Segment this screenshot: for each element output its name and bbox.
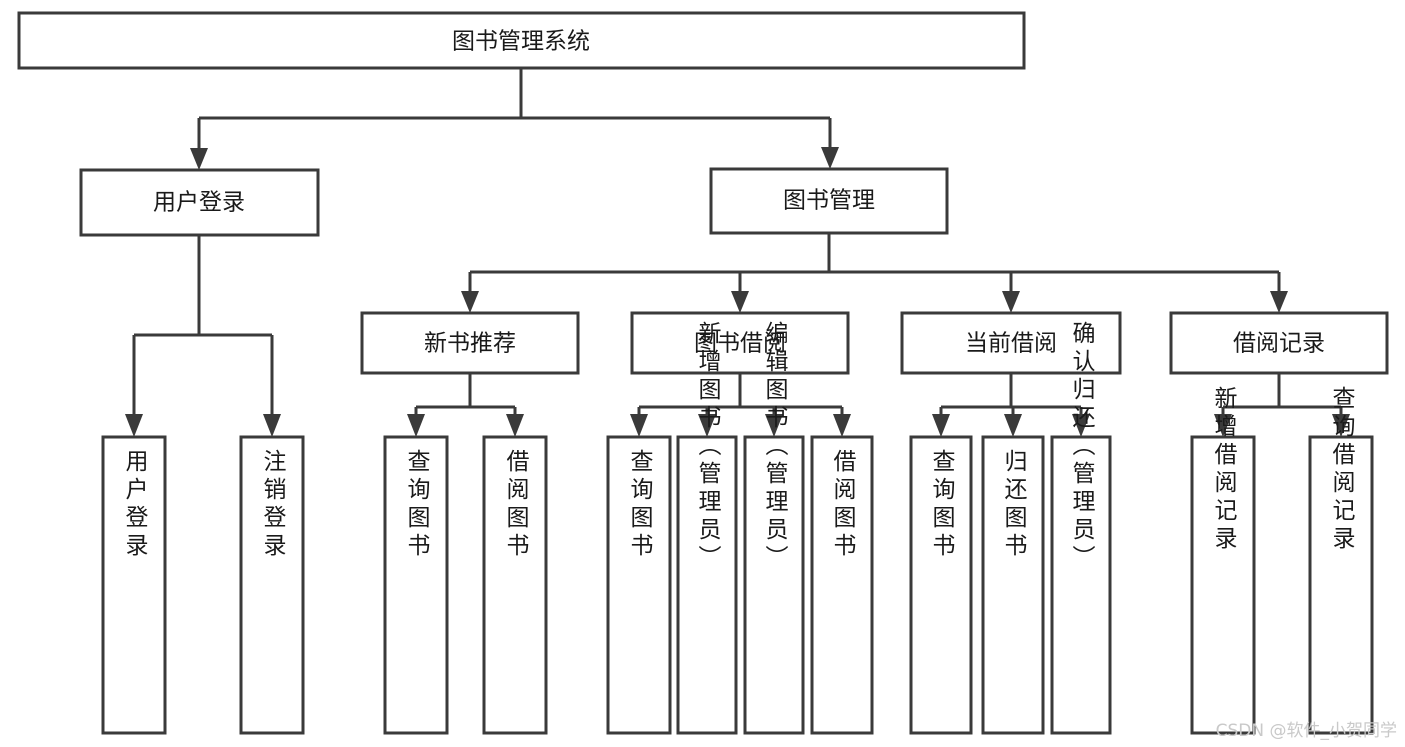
node-borrow-record-label: 借阅记录 <box>1233 331 1325 357</box>
node-user-login[interactable]: 用户登录 <box>79 168 320 237</box>
node-leaf-borrow-book-1-label: 借阅图书 <box>502 449 530 561</box>
node-leaf-borrow-book-1-box[interactable] <box>482 435 548 735</box>
node-book-borrow-box[interactable] <box>630 311 850 375</box>
node-leaf-add-book-box[interactable] <box>676 435 738 735</box>
arrowhead-leaf-add-book <box>698 414 716 437</box>
node-leaf-query-book-3-box[interactable] <box>909 435 973 735</box>
node-leaf-borrow-book-2-box[interactable] <box>810 435 874 735</box>
arrowhead-book-management <box>821 147 839 169</box>
node-book-borrow-label: 图书借阅 <box>694 331 786 357</box>
node-leaf-query-book-2[interactable]: 查询图书 <box>606 435 672 735</box>
node-leaf-return-book-box[interactable] <box>981 435 1045 735</box>
arrowhead-leaf-query-book-2 <box>630 414 648 437</box>
node-book-management[interactable]: 图书管理 <box>709 167 949 235</box>
arrowhead-leaf-borrow-book-1 <box>506 414 524 437</box>
arrowhead-current-borrow <box>1002 291 1020 313</box>
node-current-borrow-label: 当前借阅 <box>965 331 1057 357</box>
arrowhead-leaf-confirm-return <box>1072 414 1090 437</box>
node-leaf-add-record-box[interactable] <box>1190 435 1256 735</box>
node-new-book-recommend-label: 新书推荐 <box>424 331 516 357</box>
node-leaf-return-book-label: 归还图书 <box>1000 449 1028 561</box>
node-leaf-borrow-book-2[interactable]: 借阅图书 <box>810 435 874 735</box>
node-leaf-user-login-label: 用户登录 <box>121 449 149 561</box>
node-leaf-confirm-return-box[interactable] <box>1050 435 1112 735</box>
arrowhead-leaf-user-logout <box>263 414 281 437</box>
arrowhead-borrow-record <box>1270 291 1288 313</box>
node-leaf-borrow-book-1[interactable]: 借阅图书 <box>482 435 548 735</box>
node-book-borrow[interactable]: 图书借阅 <box>630 311 850 375</box>
node-current-borrow[interactable]: 当前借阅 <box>900 311 1122 375</box>
arrowhead-new-book-recommend <box>461 291 479 313</box>
node-leaf-user-login-box[interactable] <box>101 435 167 735</box>
node-new-book-recommend[interactable]: 新书推荐 <box>360 311 580 375</box>
node-book-management-box[interactable] <box>709 167 949 235</box>
node-borrow-record-box[interactable] <box>1169 311 1389 375</box>
node-leaf-query-record-box[interactable] <box>1308 435 1374 735</box>
node-leaf-query-book-3[interactable]: 查询图书 <box>909 435 973 735</box>
node-leaf-query-book-1-box[interactable] <box>383 435 449 735</box>
node-leaf-confirm-return[interactable]: 确认归还（管理员） <box>1050 321 1112 735</box>
node-leaf-query-record-label: 查询借阅记录 <box>1328 386 1356 554</box>
arrowhead-leaf-query-book-3 <box>932 414 950 437</box>
node-leaf-query-book-3-label: 查询图书 <box>928 449 956 561</box>
arrowhead-leaf-query-book-1 <box>407 414 425 437</box>
arrowhead-leaf-query-record <box>1332 414 1350 437</box>
node-leaf-edit-book-box[interactable] <box>743 435 805 735</box>
arrowhead-book-borrow <box>731 291 749 313</box>
node-leaf-user-logout[interactable]: 注销登录 <box>239 435 305 735</box>
node-leaf-add-book[interactable]: 新增图书（管理员） <box>676 321 738 735</box>
node-leaf-add-record[interactable]: 新增借阅记录 <box>1190 386 1256 735</box>
arrowhead-leaf-return-book <box>1004 414 1022 437</box>
node-current-borrow-box[interactable] <box>900 311 1122 375</box>
node-leaf-query-record[interactable]: 查询借阅记录 <box>1308 386 1374 735</box>
arrowhead-user-login <box>190 148 208 170</box>
arrowhead-leaf-add-record <box>1214 414 1232 437</box>
node-book-management-label: 图书管理 <box>783 188 875 214</box>
node-leaf-query-book-2-label: 查询图书 <box>626 449 654 561</box>
node-borrow-record[interactable]: 借阅记录 <box>1169 311 1389 375</box>
node-leaf-query-book-1[interactable]: 查询图书 <box>383 435 449 735</box>
node-leaf-borrow-book-2-label: 借阅图书 <box>829 449 857 561</box>
node-user-login-label: 用户登录 <box>153 190 245 216</box>
node-root[interactable]: 图书管理系统 <box>17 11 1026 70</box>
node-leaf-add-book-label: 新增图书（管理员） <box>694 321 722 573</box>
node-user-login-box[interactable] <box>79 168 320 237</box>
node-leaf-user-login[interactable]: 用户登录 <box>101 435 167 735</box>
csdn-watermark: CSDN @软件_小贺同学 <box>1215 721 1397 741</box>
node-leaf-edit-book[interactable]: 编辑图书（管理员） <box>743 321 805 735</box>
arrowhead-leaf-borrow-book-2 <box>833 414 851 437</box>
node-leaf-query-book-2-box[interactable] <box>606 435 672 735</box>
node-root-label: 图书管理系统 <box>452 29 590 55</box>
arrowhead-leaf-edit-book <box>765 414 783 437</box>
node-leaf-user-logout-box[interactable] <box>239 435 305 735</box>
node-leaf-add-record-label: 新增借阅记录 <box>1210 386 1238 554</box>
node-leaf-confirm-return-label: 确认归还（管理员） <box>1068 321 1096 573</box>
node-leaf-edit-book-label: 编辑图书（管理员） <box>761 321 789 573</box>
node-new-book-recommend-box[interactable] <box>360 311 580 375</box>
node-leaf-return-book[interactable]: 归还图书 <box>981 435 1045 735</box>
arrowhead-leaf-user-login <box>125 414 143 437</box>
node-leaf-user-logout-label: 注销登录 <box>259 449 287 561</box>
node-leaf-query-book-1-label: 查询图书 <box>403 449 431 561</box>
node-root-box[interactable] <box>17 11 1026 70</box>
connector-layer <box>125 68 1350 437</box>
